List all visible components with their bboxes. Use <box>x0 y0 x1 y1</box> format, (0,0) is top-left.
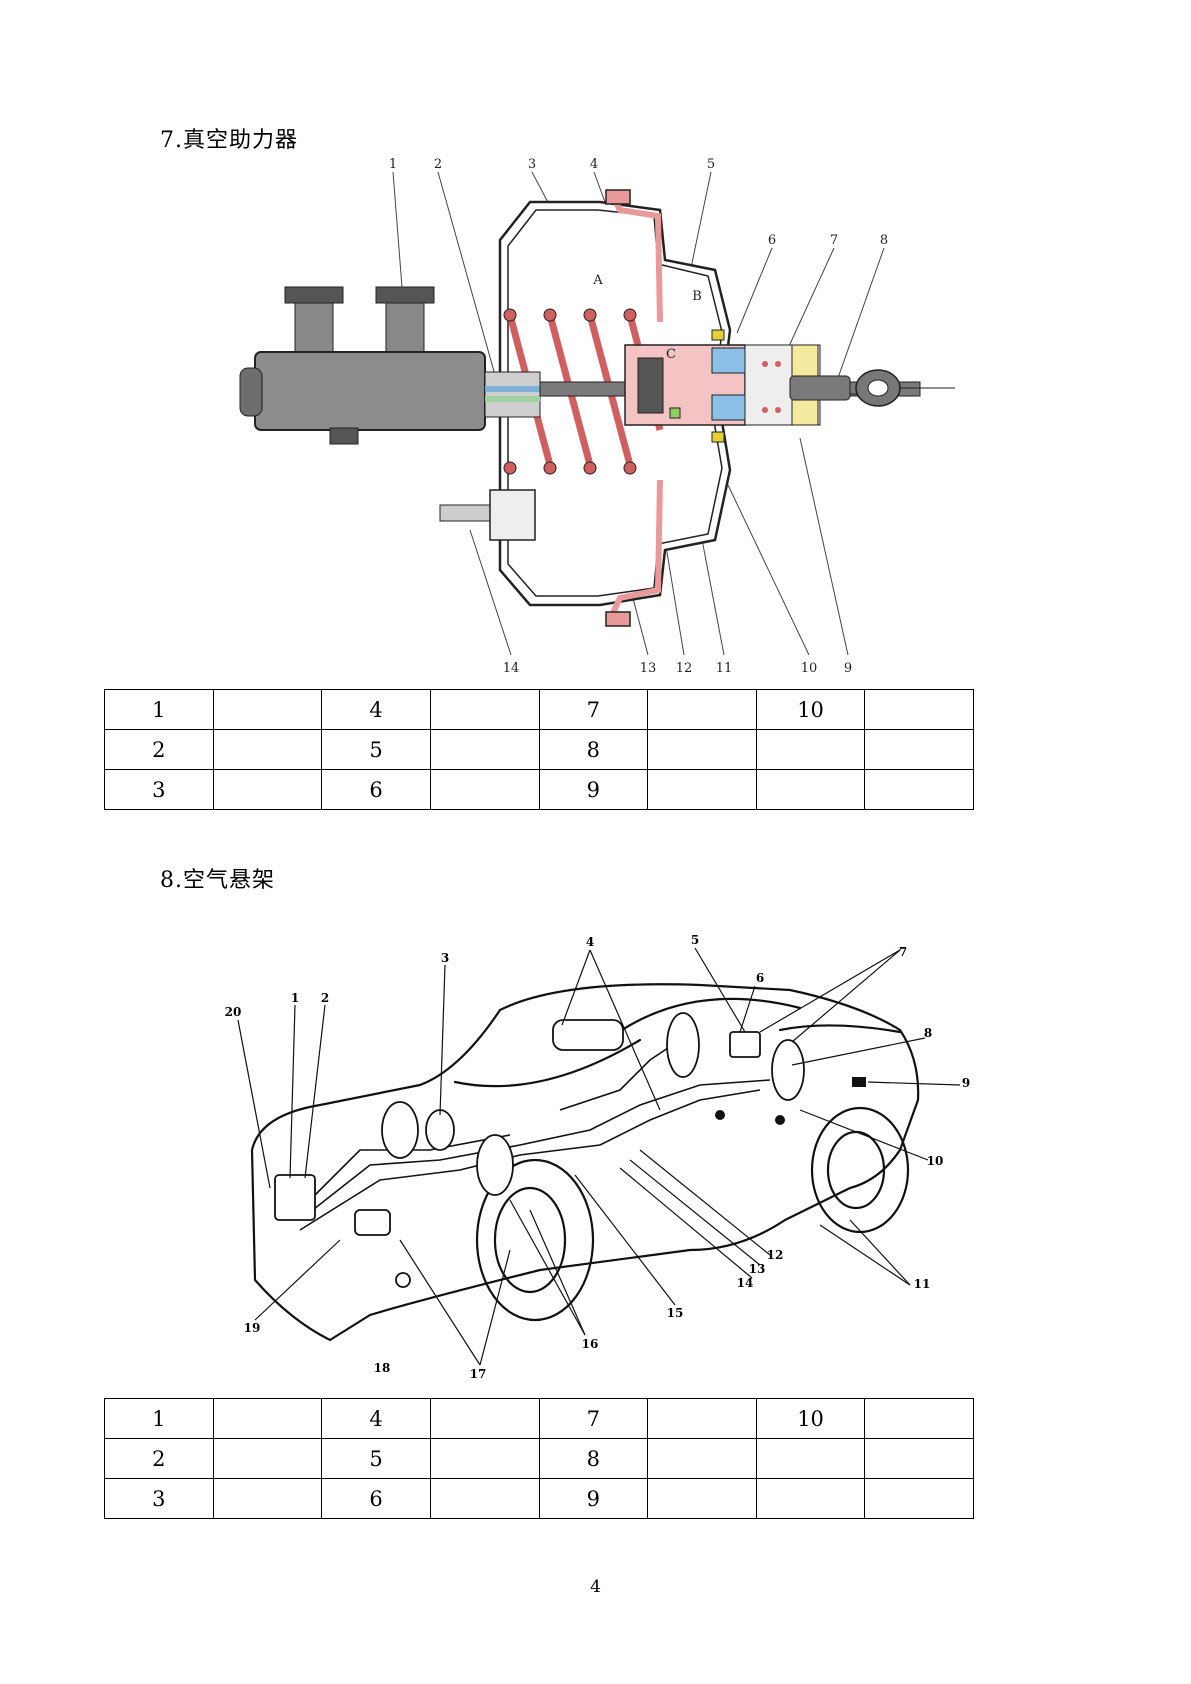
table-cell[interactable] <box>647 1438 757 1479</box>
table-cell[interactable] <box>647 689 757 730</box>
table-cell[interactable] <box>429 1398 540 1439</box>
page-number: 4 <box>590 1577 601 1597</box>
section-7-title: 7.真空助力器 <box>160 128 298 153</box>
suspension-callout-11: 11 <box>914 1277 931 1291</box>
suspension-callout-7: 7 <box>899 945 907 959</box>
table-cell[interactable] <box>864 689 974 730</box>
suspension-callout-2: 2 <box>321 991 329 1005</box>
table-cell: 7 <box>538 1398 649 1439</box>
table-cell[interactable] <box>429 1438 540 1479</box>
table-row: 2 5 8 <box>104 729 974 770</box>
table-cell[interactable] <box>647 1398 757 1439</box>
table-cell: 5 <box>321 729 431 770</box>
table-cell[interactable] <box>864 1438 974 1479</box>
table-cell[interactable] <box>212 1398 323 1439</box>
suspension-callout-13: 13 <box>749 1262 766 1276</box>
table-cell[interactable] <box>647 1478 757 1519</box>
booster-answer-table: 1 4 7 10 2 5 8 3 6 9 <box>104 689 974 810</box>
vacuum-booster-diagram: 1 2 3 4 5 6 7 8 9 10 11 12 13 14 A B C <box>0 150 1191 680</box>
section-8-title: 8.空气悬架 <box>160 868 275 893</box>
suspension-callout-9: 9 <box>962 1076 970 1090</box>
booster-callout-2: 2 <box>434 157 442 172</box>
booster-callout-3: 3 <box>528 157 536 172</box>
table-cell: 3 <box>104 769 214 810</box>
table-cell: 9 <box>538 1478 649 1519</box>
chamber-label-a: A <box>592 273 603 288</box>
suspension-callout-1: 1 <box>291 991 299 1005</box>
table-cell[interactable] <box>864 729 974 770</box>
suspension-callout-10: 10 <box>927 1154 944 1168</box>
booster-callout-14: 14 <box>503 661 520 676</box>
table-cell[interactable] <box>429 689 540 730</box>
table-cell: 3 <box>104 1478 214 1519</box>
booster-callout-12: 12 <box>676 661 693 676</box>
chamber-label-c: C <box>666 347 676 362</box>
table-cell: 1 <box>104 689 214 730</box>
table-cell: 7 <box>538 689 649 730</box>
suspension-callout-15: 15 <box>667 1306 684 1320</box>
table-row: 1 4 7 10 <box>104 1398 974 1439</box>
table-row: 3 6 9 <box>104 1478 974 1519</box>
table-cell[interactable] <box>647 769 757 810</box>
table-cell: 10 <box>755 1398 866 1439</box>
table-cell[interactable] <box>864 1398 974 1439</box>
table-cell[interactable] <box>212 769 323 810</box>
table-row: 1 4 7 10 <box>104 689 974 730</box>
table-cell[interactable] <box>864 769 974 810</box>
suspension-callout-17: 17 <box>470 1367 487 1381</box>
suspension-callout-3: 3 <box>441 951 449 965</box>
suspension-callout-16: 16 <box>582 1337 599 1351</box>
table-cell: 10 <box>755 689 866 730</box>
table-cell[interactable] <box>212 729 323 770</box>
table-cell: 6 <box>321 769 431 810</box>
suspension-callout-4: 4 <box>586 935 594 949</box>
booster-callout-11: 11 <box>716 661 733 676</box>
suspension-callout-19: 19 <box>244 1321 261 1335</box>
suspension-callout-5: 5 <box>691 933 699 947</box>
table-cell: 6 <box>321 1478 431 1519</box>
suspension-answer-table: 1 4 7 10 2 5 8 3 6 9 <box>104 1398 974 1519</box>
table-cell[interactable] <box>864 1478 974 1519</box>
table-cell: 4 <box>321 1398 431 1439</box>
table-cell <box>755 769 866 810</box>
suspension-callout-20: 20 <box>225 1005 242 1019</box>
table-cell <box>755 729 866 770</box>
table-cell: 4 <box>321 689 431 730</box>
suspension-callout-14: 14 <box>737 1276 754 1290</box>
table-cell[interactable] <box>212 1438 323 1479</box>
booster-callout-10: 10 <box>801 661 818 676</box>
table-cell <box>755 1478 866 1519</box>
suspension-callout-8: 8 <box>924 1026 932 1040</box>
booster-callout-9: 9 <box>844 661 852 676</box>
table-cell[interactable] <box>212 1478 323 1519</box>
suspension-callout-18: 18 <box>374 1361 391 1375</box>
booster-callout-13: 13 <box>640 661 657 676</box>
table-cell: 2 <box>104 1438 214 1479</box>
booster-callout-6: 6 <box>768 233 776 248</box>
table-row: 3 6 9 <box>104 769 974 810</box>
booster-callout-4: 4 <box>590 157 598 172</box>
suspension-callout-12: 12 <box>767 1248 784 1262</box>
table-cell[interactable] <box>429 1478 540 1519</box>
table-cell: 8 <box>538 729 649 770</box>
booster-callout-5: 5 <box>707 157 715 172</box>
table-cell: 8 <box>538 1438 649 1479</box>
table-cell: 5 <box>321 1438 431 1479</box>
table-cell[interactable] <box>429 729 540 770</box>
chamber-label-b: B <box>692 289 702 304</box>
suspension-callout-6: 6 <box>756 971 764 985</box>
table-cell[interactable] <box>647 729 757 770</box>
table-cell: 9 <box>538 769 649 810</box>
table-cell <box>755 1438 866 1479</box>
table-cell: 2 <box>104 729 214 770</box>
booster-callout-8: 8 <box>880 233 888 248</box>
booster-callout-7: 7 <box>830 233 838 248</box>
table-cell[interactable] <box>429 769 540 810</box>
table-row: 2 5 8 <box>104 1438 974 1479</box>
air-suspension-diagram: 1 2 3 4 5 6 7 8 9 10 11 12 13 14 15 16 1… <box>0 920 1191 1385</box>
booster-callout-1: 1 <box>389 157 397 172</box>
table-cell: 1 <box>104 1398 214 1439</box>
table-cell[interactable] <box>212 689 323 730</box>
